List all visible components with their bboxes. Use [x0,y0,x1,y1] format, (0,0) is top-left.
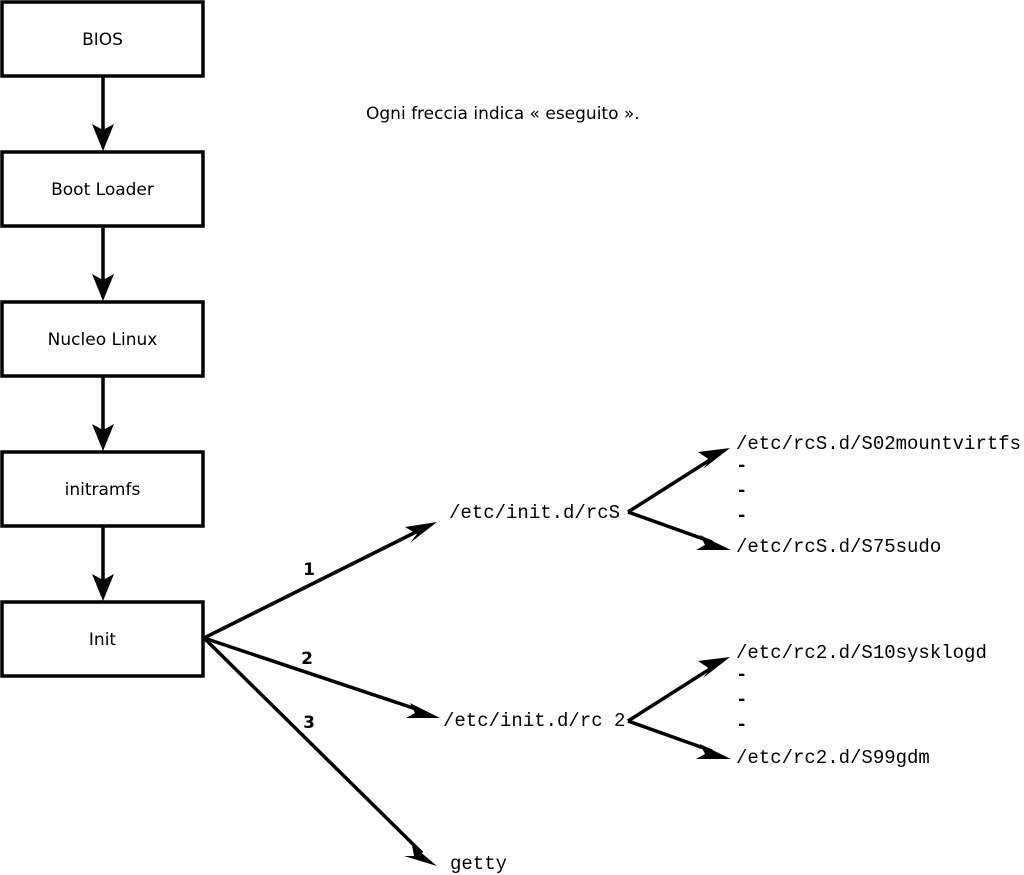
rc2-ellipsis-dash-2: - [736,689,747,711]
rc2-ellipsis-dash-3: - [736,714,747,736]
diagram-caption: Ogni freccia indica « eseguito ». [366,104,640,124]
boot-loader-label: Boot Loader [51,180,154,200]
arrow-init-to-rc2 [203,636,440,718]
node-bios[interactable]: BIOS [0,0,205,78]
label-rcs-first-script[interactable]: /etc/rcS.d/S02mountvirtfs [736,433,1021,455]
label-rc2-last-script[interactable]: /etc/rc2.d/S99gdm [736,747,930,769]
rcs-ellipsis-dash-1: - [736,455,747,477]
arrowhead [696,744,731,759]
arrow-init-to-getty [202,636,437,866]
label-getty[interactable]: getty [450,853,507,875]
label-init-d-rc2[interactable]: /etc/init.d/rc 2 [443,710,625,732]
edge-number-3: 3 [303,713,315,733]
bios-box[interactable] [0,0,205,78]
arrow-rcs-to-last-script [627,510,731,550]
node-init[interactable]: Init [0,600,205,678]
arrowhead [404,845,437,866]
boot-loader-box[interactable] [0,150,205,228]
node-nucleo-linux[interactable]: Nucleo Linux [0,300,205,378]
arrow-rc2-to-first-script [627,657,730,723]
initramfs-box[interactable] [0,450,205,528]
arrowhead [406,703,440,718]
bios-label: BIOS [82,30,123,50]
arrowhead [405,522,437,543]
initramfs-label: initramfs [65,480,141,500]
arrowhead [92,274,114,301]
label-rc2-first-script[interactable]: /etc/rc2.d/S10sysklogd [736,642,987,664]
arrowhead [92,424,114,451]
init-label: Init [89,630,117,650]
arrowhead [698,657,730,678]
edge-number-1: 1 [303,560,315,580]
nucleo-linux-label: Nucleo Linux [48,330,158,350]
arrow-bios-to-boot-loader [92,76,114,151]
rcs-ellipsis-dash-3: - [736,505,747,527]
arrow-boot-loader-to-nucleo-linux [92,226,114,301]
arrow-nucleo-linux-to-initramfs [92,376,114,451]
init-box[interactable] [0,600,205,678]
arrowhead [92,574,114,601]
arrowhead [698,448,730,469]
label-rcs-last-script[interactable]: /etc/rcS.d/S75sudo [736,536,941,558]
rc2-ellipsis-dash-1: - [736,664,747,686]
arrow-rcs-to-first-script [627,448,730,514]
arrow-initramfs-to-init [92,526,114,601]
arrow-rc2-to-last-script [627,719,731,759]
arrow-init-to-rcs [203,522,437,640]
node-initramfs[interactable]: initramfs [0,450,205,528]
edge-number-2: 2 [301,649,313,669]
arrowhead [696,535,731,550]
label-init-d-rcs[interactable]: /etc/init.d/rcS [449,502,620,524]
arrowhead [92,124,114,151]
rcs-ellipsis-dash-2: - [736,480,747,502]
node-boot-loader[interactable]: Boot Loader [0,150,205,228]
